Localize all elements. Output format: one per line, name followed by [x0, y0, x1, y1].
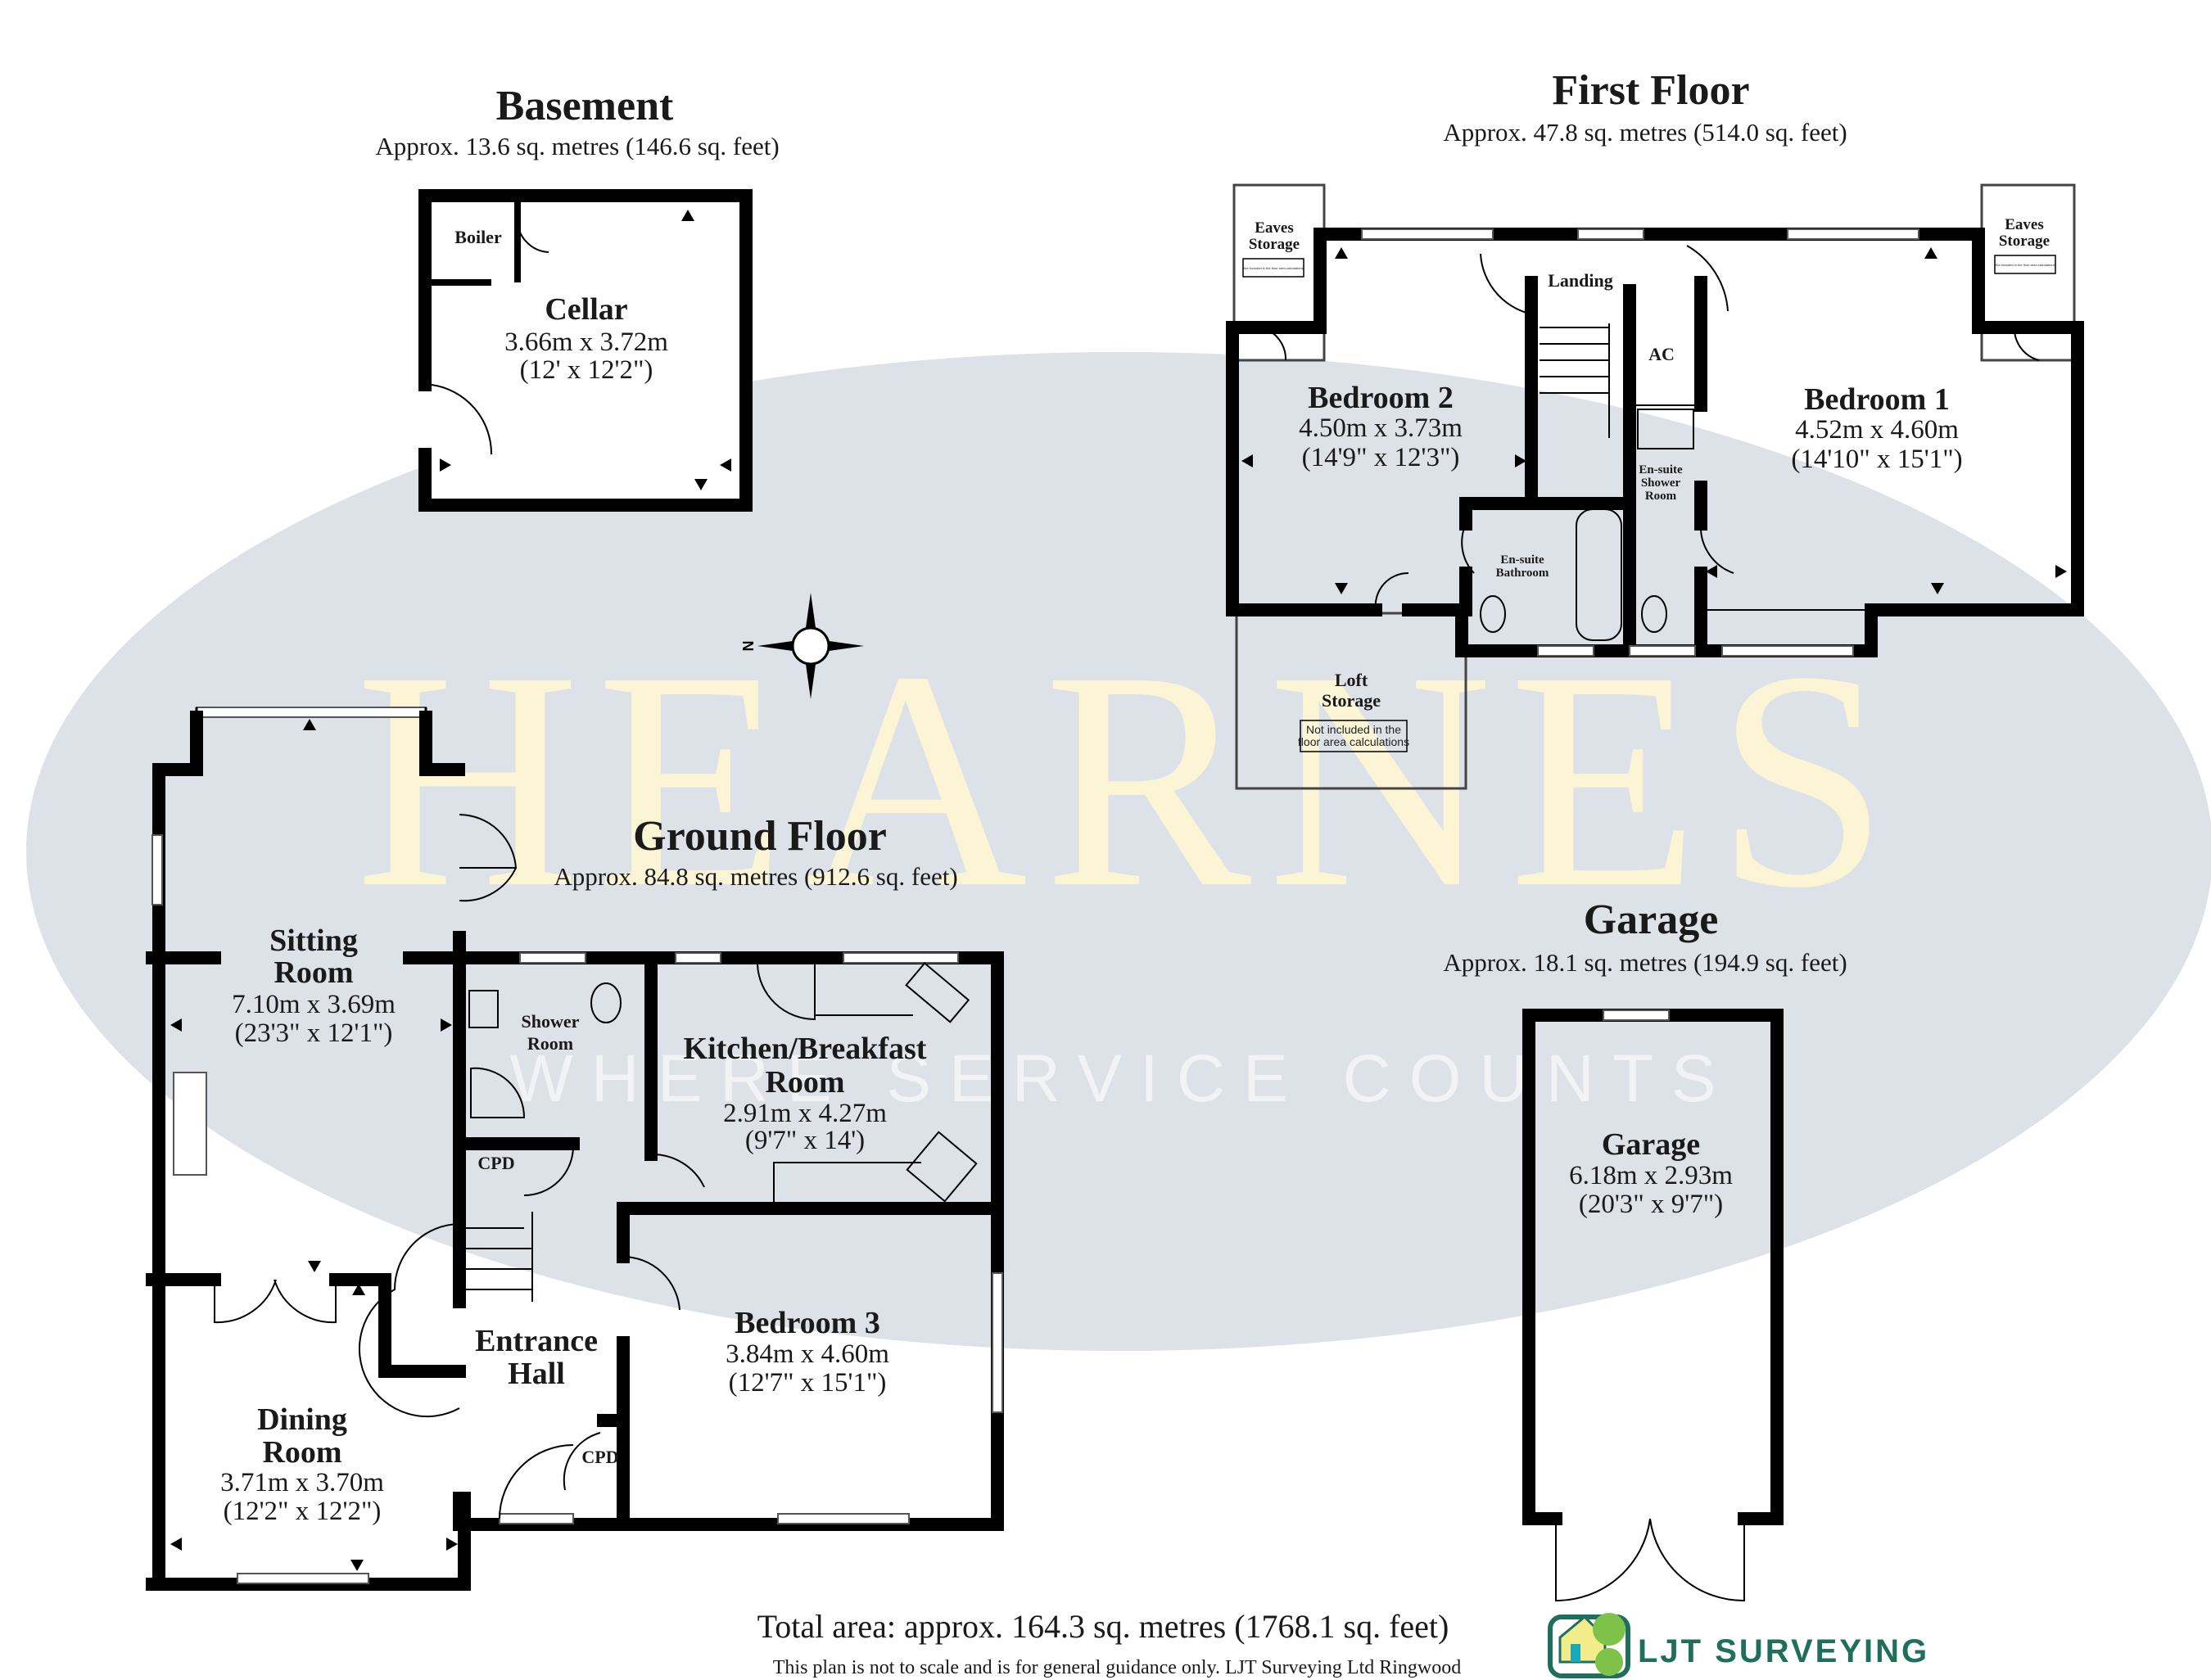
boiler-label: Boiler [454, 227, 502, 247]
entrance-hall-line1: Entrance [475, 1324, 598, 1358]
ground-stairs [463, 1212, 533, 1302]
eaves-left-line1: Eaves [1255, 219, 1294, 237]
garage-room-imperial: (20'3" x 9'7") [1579, 1190, 1723, 1219]
loft-note-2: floor area calculations [1298, 735, 1409, 748]
stairs [1540, 323, 1610, 438]
dining-room-imperial: (12'2" x 12'2") [224, 1497, 382, 1526]
cpd-lower-label: CPD [581, 1447, 618, 1467]
watermark-brand: HEARNES [355, 607, 1905, 952]
sitting-room-line2: Room [274, 955, 353, 990]
ground-floor-area: Approx. 84.8 sq. metres (912.6 sq. feet) [554, 862, 957, 891]
ensuite-bath-line2: Bathroom [1496, 567, 1549, 580]
house-tree-icon [1548, 1613, 1630, 1678]
disclaimer: This plan is not to scale and is for gen… [773, 1657, 1462, 1678]
ensuite-shower-line1: En-suite [1639, 463, 1683, 476]
kitchen-imperial: (9'7" x 14') [745, 1126, 865, 1155]
first-floor-area: Approx. 47.8 sq. metres (514.0 sq. feet) [1443, 118, 1847, 147]
kitchen-metric: 2.91m x 4.27m [723, 1099, 887, 1128]
basement-area: Approx. 13.6 sq. metres (146.6 sq. feet) [375, 132, 779, 160]
dining-room-metric: 3.71m x 3.70m [220, 1468, 384, 1497]
eaves-right-line1: Eaves [2005, 216, 2044, 233]
kitchen-line1: Kitchen/Breakfast [684, 1032, 927, 1066]
eaves-right-line2: Storage [1999, 233, 2050, 250]
ensuite-bath-line1: En-suite [1500, 553, 1544, 567]
bedroom2-metric: 4.50m x 3.73m [1299, 413, 1463, 443]
garage-room-name: Garage [1602, 1127, 1700, 1162]
cpd-upper-label: CPD [477, 1153, 514, 1173]
dining-room-line2: Room [262, 1435, 341, 1470]
footer: Total area: approx. 164.3 sq. metres (17… [757, 1608, 1929, 1678]
sitting-room-metric: 7.10m x 3.69m [232, 990, 396, 1019]
bedroom3-imperial: (12'7" x 15'1") [729, 1368, 887, 1398]
bedroom2-name: Bedroom 2 [1308, 381, 1454, 415]
logo-text: LJT SURVEYING [1638, 1633, 1929, 1669]
garage-plan: Garage Approx. 18.1 sq. metres (194.9 sq… [1443, 896, 1847, 1602]
bedroom3-metric: 3.84m x 4.60m [726, 1339, 889, 1369]
garage-title: Garage [1584, 896, 1719, 943]
watermark-tagline: WHERE SERVICE COUNTS [509, 1041, 1734, 1116]
dining-room-line1: Dining [257, 1402, 347, 1437]
sitting-room-line1: Sitting [269, 924, 358, 958]
ljt-surveying-logo: LJT SURVEYING [1548, 1613, 1929, 1678]
eaves-left-note: Not included in the floor area calculati… [1243, 266, 1303, 270]
eaves-right-note: Not included in the floor area calculati… [1995, 263, 2055, 267]
landing-label: Landing [1548, 270, 1613, 291]
compass-north-label: N [740, 641, 757, 652]
cellar-imperial: (12' x 12'2") [520, 355, 653, 385]
loft-note-1: Not included in the [1306, 723, 1401, 736]
shower-room-line1: Shower [522, 1011, 580, 1032]
ground-floor-plan: Ground Floor Approx. 84.8 sq. metres (91… [146, 707, 1004, 1591]
ensuite-shower-line2: Shower [1641, 476, 1681, 490]
cellar-metric: 3.66m x 3.72m [504, 327, 668, 357]
watermark: HEARNES WHERE SERVICE COUNTS [26, 352, 2211, 1351]
ground-floor-title: Ground Floor [633, 813, 887, 860]
loft-line1: Loft [1335, 670, 1368, 690]
entrance-hall-line2: Hall [508, 1357, 565, 1391]
garage-area: Approx. 18.1 sq. metres (194.9 sq. feet) [1443, 948, 1847, 977]
first-floor-plan: First Floor Approx. 47.8 sq. metres (514… [1226, 67, 2084, 790]
basement-title: Basement [496, 83, 674, 129]
first-floor-title: First Floor [1552, 67, 1749, 114]
kitchen-line2: Room [765, 1065, 844, 1100]
basement-plan: Basement Approx. 13.6 sq. metres (146.6 … [375, 83, 780, 512]
total-area: Total area: approx. 164.3 sq. metres (17… [757, 1608, 1449, 1645]
bedroom1-name: Bedroom 1 [1804, 382, 1950, 417]
bedroom3-name: Bedroom 3 [735, 1306, 880, 1340]
bedroom1-metric: 4.52m x 4.60m [1795, 415, 1959, 445]
shower-room-line2: Room [527, 1033, 573, 1054]
garage-room-metric: 6.18m x 2.93m [1569, 1161, 1733, 1190]
eaves-left-line2: Storage [1249, 236, 1300, 253]
watermark-ellipse [26, 352, 2211, 1351]
bedroom1-imperial: (14'10" x 15'1") [1791, 445, 1962, 474]
ac-label: AC [1648, 344, 1675, 364]
sitting-room-imperial: (23'3" x 12'1") [235, 1018, 393, 1048]
bedroom2-imperial: (14'9" x 12'3") [1302, 443, 1460, 472]
ensuite-shower-line3: Room [1645, 490, 1677, 503]
loft-line2: Storage [1322, 690, 1381, 711]
compass-icon: N [740, 593, 864, 699]
cellar-name: Cellar [545, 292, 627, 327]
